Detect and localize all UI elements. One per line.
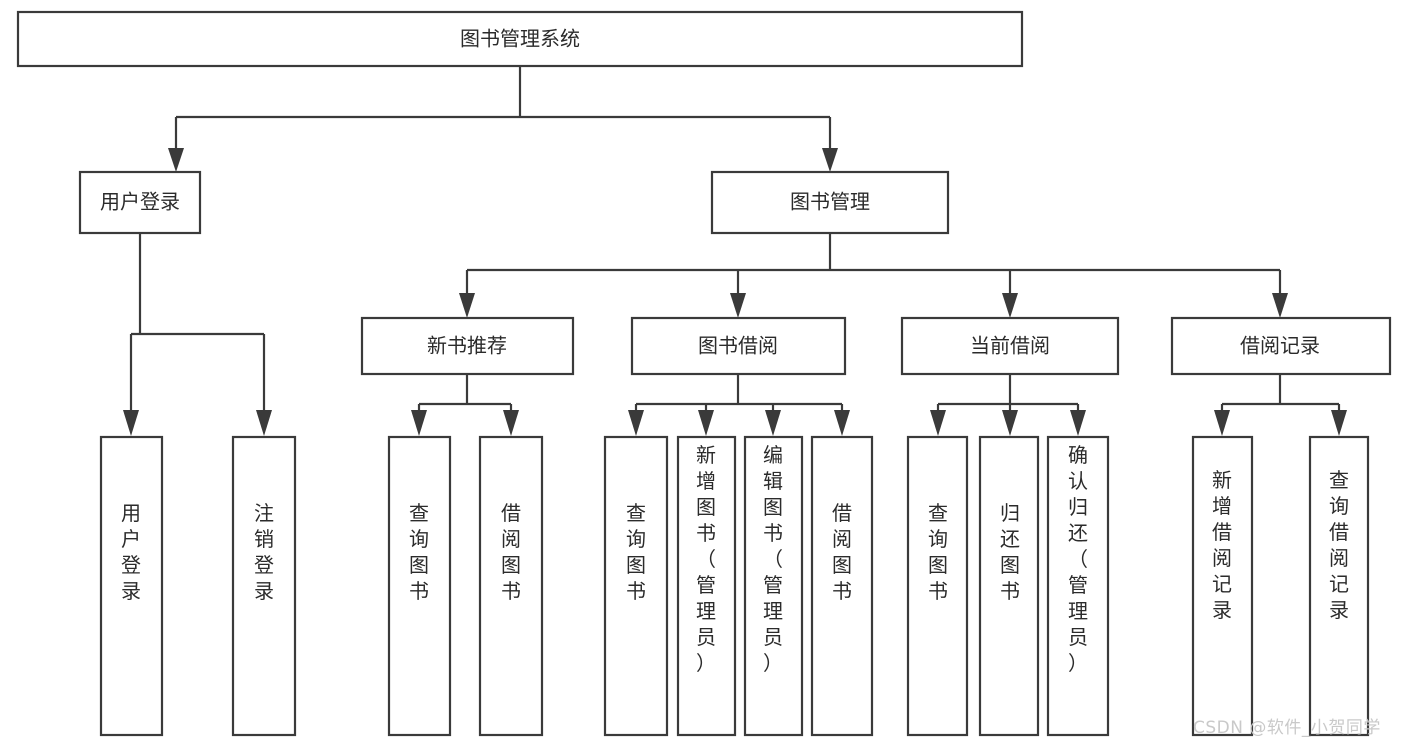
arrow-icon-book-borrow: [730, 293, 746, 318]
node-current-borrow[interactable]: 当前借阅: [900, 316, 1120, 376]
node-leaf-edit-book[interactable]: 编辑图书（管理员）: [743, 435, 804, 737]
csdn-watermark: CSDN @软件_小贺同学: [1193, 718, 1381, 738]
node-leaf-confirm-return-label: 确认归还（管理员）: [1068, 443, 1088, 675]
node-leaf-add-record-label: 新增借阅记录: [1212, 468, 1232, 622]
arrow-icon-leaf-query-record: [1331, 410, 1347, 436]
arrow-icon-leaf-query-book-1: [411, 410, 427, 436]
node-leaf-query-book-1-box[interactable]: [387, 435, 452, 737]
arrow-icon-leaf-edit-book: [765, 410, 781, 436]
arrow-icon-new-book-rec: [459, 293, 475, 318]
node-user-login[interactable]: 用户登录: [78, 170, 202, 235]
node-leaf-borrow-book-1-label: 借阅图书: [501, 501, 521, 603]
arrow-icon-borrow-record: [1272, 293, 1288, 318]
arrow-icon-leaf-logout: [256, 410, 272, 436]
arrow-icon-leaf-query-book-2: [628, 410, 644, 436]
arrow-icon-leaf-confirm-return: [1070, 410, 1086, 436]
arrow-icon-leaf-return-book: [1002, 410, 1018, 436]
node-leaf-confirm-return[interactable]: 确认归还（管理员）: [1046, 435, 1110, 737]
node-leaf-logout-label: 注销登录: [254, 501, 274, 603]
node-leaf-return-book-box[interactable]: [978, 435, 1040, 737]
node-leaf-borrow-book-1-box[interactable]: [478, 435, 544, 737]
node-leaf-return-book-label: 归还图书: [1000, 501, 1020, 603]
node-leaf-confirm-return-box[interactable]: [1046, 435, 1110, 737]
node-leaf-query-record-label: 查询借阅记录: [1329, 468, 1349, 622]
node-leaf-add-record-box[interactable]: [1191, 435, 1254, 737]
node-leaf-edit-book-box[interactable]: [743, 435, 804, 737]
arrow-icon-current-borrow: [1002, 293, 1018, 318]
node-root-box[interactable]: [16, 10, 1024, 68]
node-leaf-borrow-book-1[interactable]: 借阅图书: [478, 435, 544, 737]
node-borrow-record-label: 借阅记录: [1240, 334, 1320, 358]
node-leaf-logout[interactable]: 注销登录: [231, 435, 297, 737]
node-current-borrow-box[interactable]: [900, 316, 1120, 376]
arrow-icon-book-manage: [822, 148, 838, 172]
node-book-borrow[interactable]: 图书借阅: [630, 316, 847, 376]
arrow-icon-leaf-add-book: [698, 410, 714, 436]
node-leaf-add-book-box[interactable]: [676, 435, 737, 737]
node-leaf-logout-box[interactable]: [231, 435, 297, 737]
node-leaf-add-record[interactable]: 新增借阅记录: [1191, 435, 1254, 737]
node-leaf-borrow-book-2[interactable]: 借阅图书: [810, 435, 874, 737]
arrow-icon-user-login: [168, 148, 184, 172]
node-leaf-query-book-2-box[interactable]: [603, 435, 669, 737]
node-leaf-user-login[interactable]: 用户登录: [99, 435, 164, 737]
arrow-icon-leaf-query-book-3: [930, 410, 946, 436]
node-user-login-label: 用户登录: [100, 190, 180, 214]
node-leaf-user-login-box[interactable]: [99, 435, 164, 737]
node-leaf-query-book-3[interactable]: 查询图书: [906, 435, 969, 737]
node-new-book-rec-box[interactable]: [360, 316, 575, 376]
node-leaf-query-book-1-label: 查询图书: [409, 501, 429, 603]
node-new-book-rec[interactable]: 新书推荐: [360, 316, 575, 376]
node-leaf-query-record-box[interactable]: [1308, 435, 1370, 737]
arrow-icon-leaf-user-login: [123, 410, 139, 436]
node-root-label: 图书管理系统: [460, 27, 580, 51]
node-leaf-query-book-2[interactable]: 查询图书: [603, 435, 669, 737]
node-book-borrow-label: 图书借阅: [698, 334, 778, 358]
node-book-manage-label: 图书管理: [790, 190, 870, 214]
node-current-borrow-label: 当前借阅: [970, 334, 1050, 358]
node-leaf-edit-book-label: 编辑图书（管理员）: [763, 443, 783, 675]
node-leaf-add-book[interactable]: 新增图书（管理员）: [676, 435, 737, 737]
node-leaf-query-book-1[interactable]: 查询图书: [387, 435, 452, 737]
node-borrow-record-box[interactable]: [1170, 316, 1392, 376]
arrow-icon-leaf-add-record: [1214, 410, 1230, 436]
node-book-borrow-box[interactable]: [630, 316, 847, 376]
connector-layer: [123, 66, 1347, 436]
node-book-manage-box[interactable]: [710, 170, 950, 235]
node-leaf-borrow-book-2-box[interactable]: [810, 435, 874, 737]
node-leaf-query-book-3-box[interactable]: [906, 435, 969, 737]
node-leaf-user-login-label: 用户登录: [121, 501, 141, 603]
arrow-icon-leaf-borrow-book-2: [834, 410, 850, 436]
node-borrow-record[interactable]: 借阅记录: [1170, 316, 1392, 376]
node-leaf-query-book-2-label: 查询图书: [626, 501, 646, 603]
node-leaf-borrow-book-2-label: 借阅图书: [832, 501, 852, 603]
node-book-manage[interactable]: 图书管理: [710, 170, 950, 235]
node-user-login-box[interactable]: [78, 170, 202, 235]
node-new-book-rec-label: 新书推荐: [427, 334, 507, 358]
node-leaf-query-book-3-label: 查询图书: [928, 501, 948, 603]
node-leaf-query-record[interactable]: 查询借阅记录: [1308, 435, 1370, 737]
node-leaf-add-book-label: 新增图书（管理员）: [696, 443, 716, 675]
arrow-icon-leaf-borrow-book-1: [503, 410, 519, 436]
node-root[interactable]: 图书管理系统: [16, 10, 1024, 68]
node-leaf-return-book[interactable]: 归还图书: [978, 435, 1040, 737]
